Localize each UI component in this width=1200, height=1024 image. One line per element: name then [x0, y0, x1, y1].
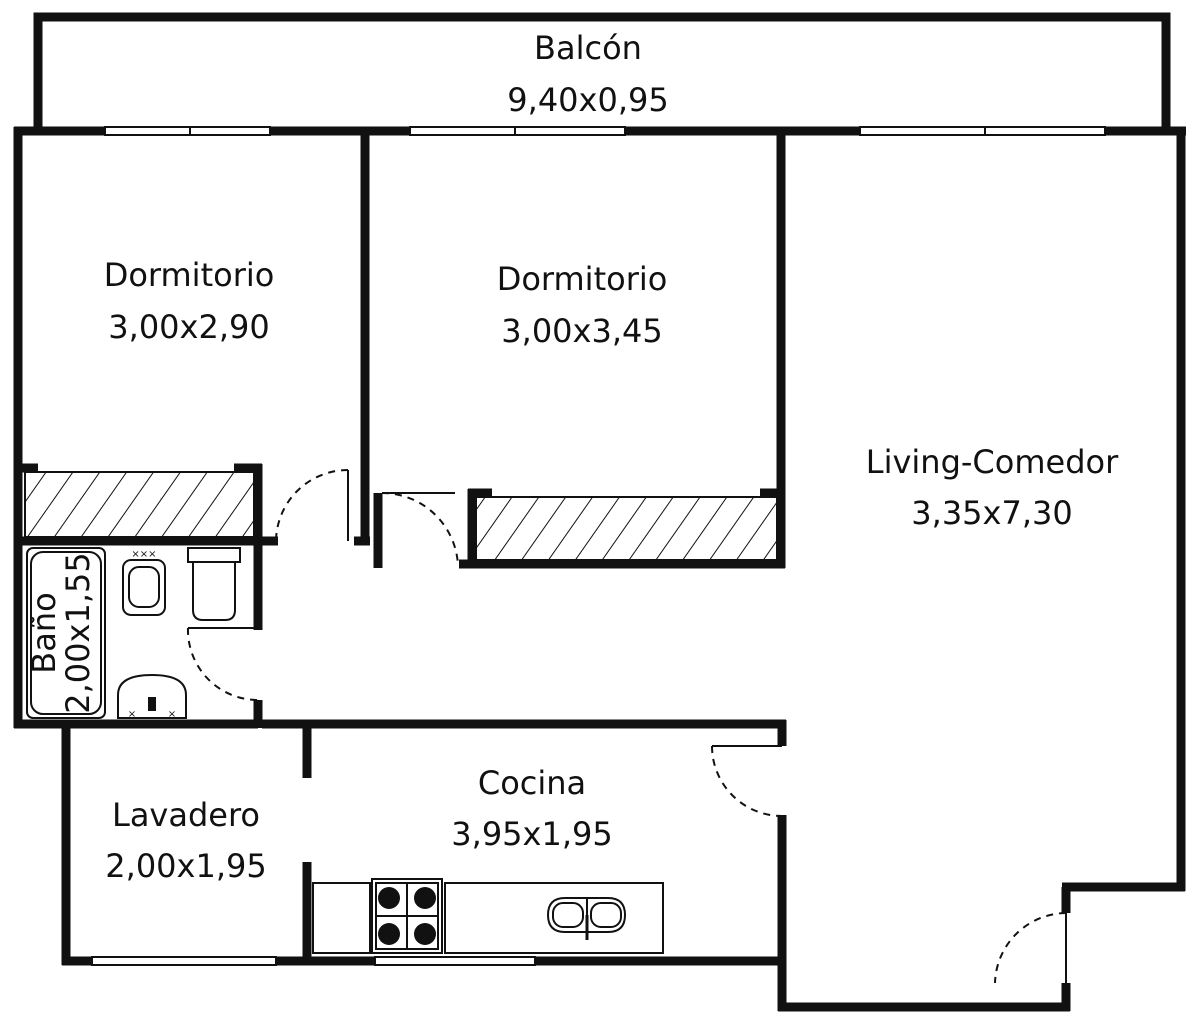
room-name-balcon: Balcón: [534, 29, 642, 67]
kitchen-sink: [546, 897, 627, 940]
room-name-cocina: Cocina: [478, 764, 586, 802]
window-living: [859, 126, 1106, 136]
svg-text:×××: ×××: [131, 549, 156, 560]
door-dorm2: [381, 491, 459, 567]
room-dims-dorm2: 3,00x3,45: [501, 312, 662, 350]
door-dorm1: [275, 469, 349, 542]
closet-dorm1: [24, 471, 255, 538]
door-cocina: [711, 745, 783, 817]
balcony-walls: [33, 12, 1171, 127]
label-dorm1: Dormitorio 3,00x2,90: [104, 256, 275, 346]
toilet: [187, 547, 241, 621]
label-lavadero: Lavadero 2,00x1,95: [105, 796, 266, 885]
door-entrance: [994, 912, 1067, 984]
room-name-dorm1: Dormitorio: [104, 256, 275, 294]
room-name-bano: Baño: [25, 592, 63, 673]
sink: × ×: [117, 673, 187, 720]
interior-walls: [14, 127, 787, 965]
room-dims-cocina: 3,95x1,95: [451, 815, 612, 853]
label-balcon: Balcón 9,40x0,95: [507, 29, 668, 119]
stove: [371, 878, 443, 954]
window-dorm2: [409, 126, 626, 136]
room-name-living: Living-Comedor: [866, 443, 1119, 481]
svg-text:×: ×: [168, 709, 176, 720]
window-dorm1: [104, 126, 271, 136]
room-dims-bano: 2,00x1,55: [59, 552, 97, 713]
svg-text:×: ×: [128, 709, 136, 720]
exterior-walls: [13, 127, 1186, 1012]
label-living: Living-Comedor 3,35x7,30: [866, 443, 1119, 532]
window-lavadero: [91, 956, 277, 966]
room-dims-living: 3,35x7,30: [911, 494, 1072, 532]
bidet: ×××: [122, 549, 166, 616]
room-name-lavadero: Lavadero: [112, 796, 260, 834]
room-dims-lavadero: 2,00x1,95: [105, 847, 266, 885]
room-dims-balcon: 9,40x0,95: [507, 81, 668, 119]
room-name-dorm2: Dormitorio: [497, 260, 668, 298]
kitchen-counter: [312, 882, 664, 954]
bathtub: [26, 547, 106, 719]
label-dorm2: Dormitorio 3,00x3,45: [497, 260, 668, 350]
label-bano: Baño 2,00x1,55: [25, 552, 97, 713]
label-cocina: Cocina 3,95x1,95: [451, 764, 612, 853]
window-cocina: [374, 956, 536, 966]
closet-dorm2: [475, 496, 778, 561]
door-bano: [186, 627, 259, 701]
room-dims-dorm1: 3,00x2,90: [108, 308, 269, 346]
